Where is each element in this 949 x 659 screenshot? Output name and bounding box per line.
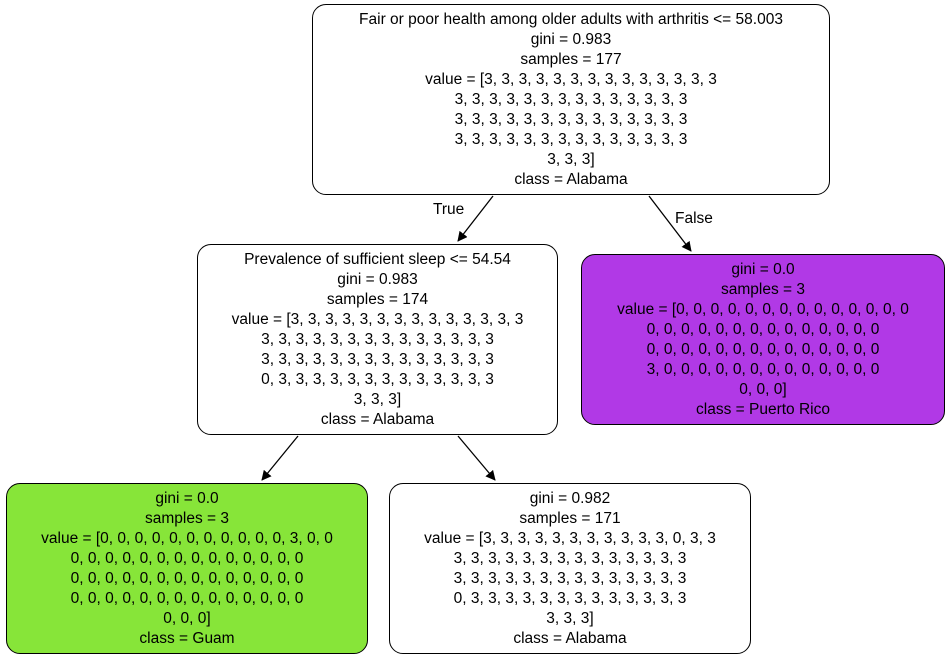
edge-root-to-left: [457, 195, 494, 242]
tree-leaf-puerto-rico: gini = 0.0 samples = 3 value = [0, 0, 0,…: [581, 254, 945, 425]
node-samples: samples = 174: [326, 290, 429, 308]
node-value-line: 3, 3, 3, 3, 3, 3, 3, 3, 3, 3, 3, 3, 3, 3: [454, 90, 688, 108]
node-value-line: 0, 0, 0]: [163, 609, 211, 627]
edge-root-to-right: [648, 195, 692, 252]
tree-node-left: Prevalence of sufficient sleep <= 54.54 …: [197, 244, 558, 435]
node-split-condition: Prevalence of sufficient sleep <= 54.54: [244, 250, 511, 268]
node-value-line: 3, 3, 3]: [547, 150, 595, 168]
node-value-line: value = [0, 0, 0, 0, 0, 0, 0, 0, 0, 0, 0…: [41, 529, 333, 547]
node-samples: samples = 3: [720, 280, 805, 298]
node-gini: gini = 0.982: [529, 489, 611, 507]
node-gini: gini = 0.983: [337, 270, 418, 288]
node-class: class = Guam: [139, 629, 235, 647]
node-value-line: 3, 3, 3, 3, 3, 3, 3, 3, 3, 3, 3, 3, 3, 3: [261, 350, 494, 368]
tree-leaf-alabama: gini = 0.982 samples = 171 value = [3, 3…: [389, 483, 751, 654]
node-class: class = Alabama: [513, 629, 627, 647]
node-gini: gini = 0.0: [731, 260, 795, 278]
node-samples: samples = 177: [520, 50, 622, 68]
node-split-condition: Fair or poor health among older adults w…: [359, 10, 783, 28]
node-value-line: 0, 0, 0, 0, 0, 0, 0, 0, 0, 0, 0, 0, 0, 0: [70, 589, 304, 607]
node-class: class = Puerto Rico: [696, 400, 830, 418]
node-value-line: 0, 0, 0]: [739, 380, 787, 398]
node-class: class = Alabama: [514, 170, 628, 188]
node-value-line: 0, 3, 3, 3, 3, 3, 3, 3, 3, 3, 3, 3, 3, 3: [453, 589, 687, 607]
node-value-line: 3, 3, 3, 3, 3, 3, 3, 3, 3, 3, 3, 3, 3, 3: [454, 110, 688, 128]
node-samples: samples = 171: [519, 509, 621, 527]
node-gini: gini = 0.983: [530, 30, 612, 48]
node-samples: samples = 3: [144, 509, 229, 527]
node-value-line: 3, 3, 3, 3, 3, 3, 3, 3, 3, 3, 3, 3, 3, 3: [261, 330, 494, 348]
node-value-line: 3, 3, 3]: [546, 609, 594, 627]
tree-node-root: Fair or poor health among older adults w…: [312, 4, 830, 195]
node-value-line: 3, 3, 3, 3, 3, 3, 3, 3, 3, 3, 3, 3, 3, 3: [453, 569, 687, 587]
node-value-line: 3, 0, 0, 0, 0, 0, 0, 0, 0, 0, 0, 0, 0, 0: [646, 360, 880, 378]
node-gini: gini = 0.0: [155, 489, 219, 507]
node-value-line: 0, 0, 0, 0, 0, 0, 0, 0, 0, 0, 0, 0, 0, 0: [646, 340, 880, 358]
node-value-line: 0, 3, 3, 3, 3, 3, 3, 3, 3, 3, 3, 3, 3, 3: [261, 370, 494, 388]
node-value-line: 3, 3, 3, 3, 3, 3, 3, 3, 3, 3, 3, 3, 3, 3: [454, 130, 688, 148]
node-value-line: 0, 0, 0, 0, 0, 0, 0, 0, 0, 0, 0, 0, 0, 0: [646, 320, 880, 338]
node-value-line: 0, 0, 0, 0, 0, 0, 0, 0, 0, 0, 0, 0, 0, 0: [70, 549, 304, 567]
node-value-line: value = [3, 3, 3, 3, 3, 3, 3, 3, 3, 3, 3…: [424, 529, 716, 547]
node-value-line: value = [3, 3, 3, 3, 3, 3, 3, 3, 3, 3, 3…: [425, 70, 717, 88]
node-value-line: 0, 0, 0, 0, 0, 0, 0, 0, 0, 0, 0, 0, 0, 0: [70, 569, 304, 587]
node-value-line: value = [0, 0, 0, 0, 0, 0, 0, 0, 0, 0, 0…: [617, 300, 909, 318]
node-value-line: 3, 3, 3, 3, 3, 3, 3, 3, 3, 3, 3, 3, 3, 3: [453, 549, 687, 567]
edge-left-to-left-leaf: [261, 435, 299, 481]
edge-left-to-right-leaf: [457, 435, 496, 481]
node-class: class = Alabama: [320, 410, 435, 428]
edge-label-true: True: [433, 201, 465, 218]
edge-label-false: False: [675, 210, 713, 227]
node-value-line: 3, 3, 3]: [353, 390, 402, 408]
tree-leaf-guam: gini = 0.0 samples = 3 value = [0, 0, 0,…: [6, 483, 368, 654]
node-value-line: value = [3, 3, 3, 3, 3, 3, 3, 3, 3, 3, 3…: [231, 310, 524, 328]
